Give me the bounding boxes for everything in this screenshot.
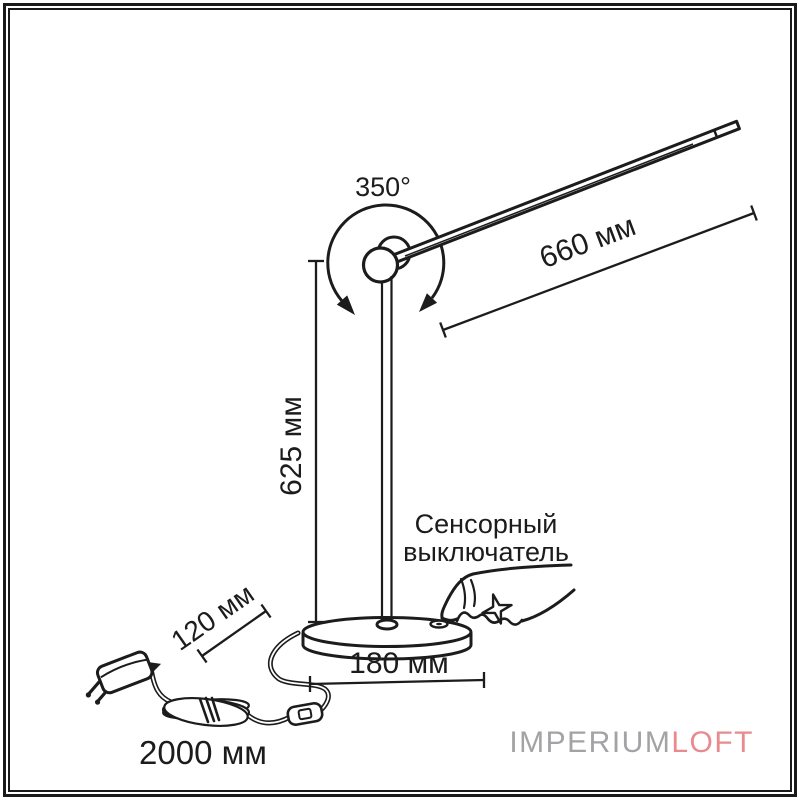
brand-logo-secondary: LOFT <box>671 726 754 759</box>
cable-length-label: 2000 мм <box>139 734 267 771</box>
pole-collar <box>375 618 399 631</box>
inline-switch <box>286 701 324 727</box>
dimension-line-height <box>308 259 324 624</box>
cord-coil <box>161 697 251 727</box>
brand-logo: IMPERIUMLOFT <box>509 726 754 760</box>
image-frame-inner: 350° 660 мм 625 мм 180 мм 120 мм 2000 мм… <box>8 8 792 792</box>
dimension-line-plug <box>196 603 272 664</box>
power-cord <box>148 630 331 727</box>
diagram-svg: 350° 660 мм 625 мм 180 мм 120 мм 2000 мм… <box>85 119 758 771</box>
plug-strain-relief <box>148 662 162 673</box>
touch-switch-label-line1: Сенсорный <box>415 509 558 539</box>
touch-switch-label-line2: выключатель <box>403 537 569 567</box>
power-plug <box>85 650 162 705</box>
plug-body <box>95 650 154 695</box>
coil-wrap <box>198 696 221 724</box>
image-frame: 350° 660 мм 625 мм 180 мм 120 мм 2000 мм… <box>3 3 797 797</box>
plug-length-label: 120 мм <box>166 578 260 657</box>
dimension-lines <box>196 205 758 692</box>
pivot-joint <box>361 246 400 284</box>
pointing-hand <box>440 563 576 626</box>
plug-prong <box>87 679 102 696</box>
rotation-arc <box>326 203 446 315</box>
lamp-pole <box>380 276 393 622</box>
lamp-arm <box>361 119 741 284</box>
brand-logo-primary: IMPERIUM <box>509 726 672 759</box>
touch-button <box>429 619 449 629</box>
arrowhead-left-icon <box>336 295 355 315</box>
rotation-angle-label: 350° <box>355 172 411 202</box>
arrowhead-right-icon <box>419 293 438 312</box>
base-diameter-label: 180 мм <box>349 647 449 680</box>
arm-length-label: 660 мм <box>535 209 640 275</box>
sparkle-icon <box>481 593 513 625</box>
lamp-base <box>301 616 473 661</box>
dimension-line-base <box>308 672 486 692</box>
lamp-dimension-diagram: 350° 660 мм 625 мм 180 мм 120 мм 2000 мм… <box>10 10 790 790</box>
height-label: 625 мм <box>275 396 308 496</box>
dimension-line-arm <box>439 205 758 338</box>
